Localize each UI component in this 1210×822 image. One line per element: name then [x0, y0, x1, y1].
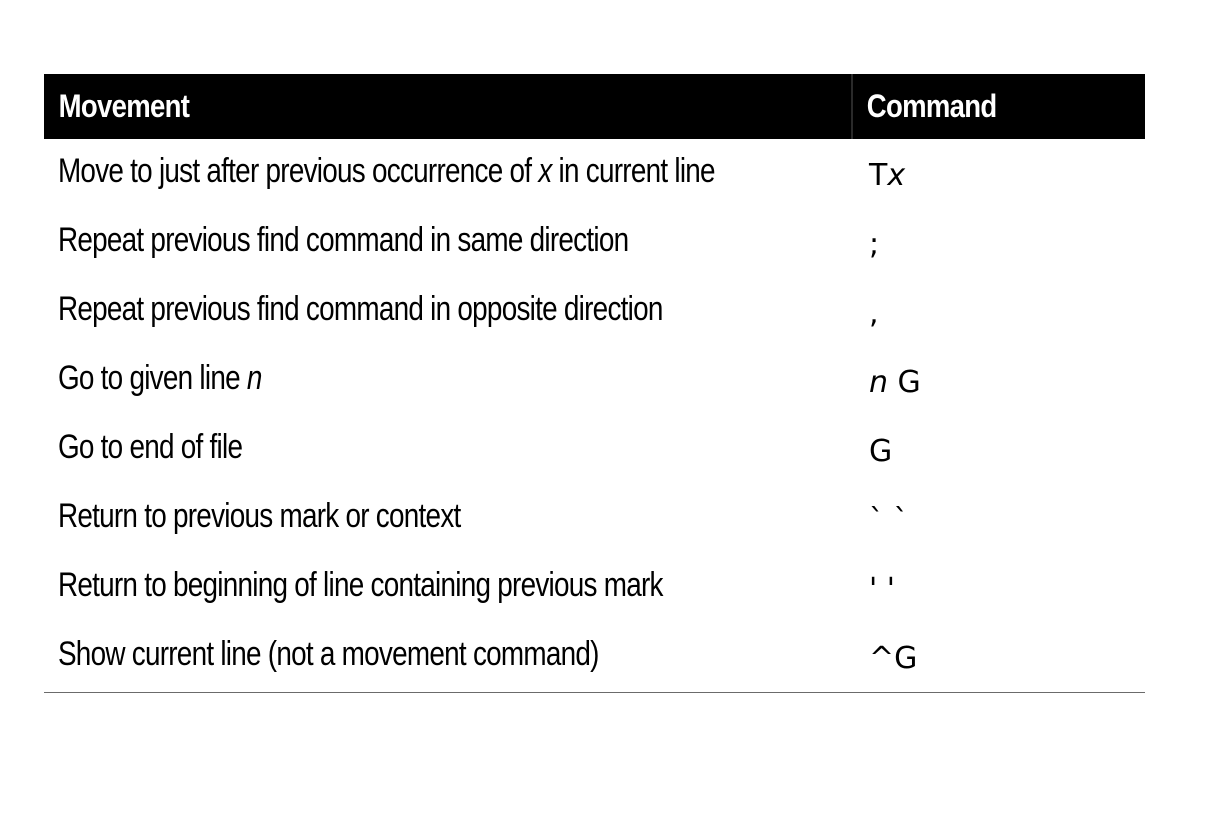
command-text: ; — [869, 227, 880, 262]
movement-text: Show current line (not a movement comman… — [57, 635, 600, 673]
command-cell: G — [853, 434, 892, 469]
command-cell: , — [853, 296, 879, 331]
table-row: Go to end of file G — [44, 416, 1145, 485]
movement-variable: n — [246, 359, 263, 397]
movement-text: Repeat previous find command in same dir… — [57, 221, 629, 259]
movement-text: Return to beginning of line containing p… — [57, 566, 664, 604]
movement-text: Go to given line — [57, 359, 247, 397]
table-row: Show current line (not a movement comman… — [44, 623, 1145, 692]
command-text: G — [869, 434, 893, 469]
movement-cell: Go to end of file — [44, 428, 707, 467]
table-row: Return to previous mark or context ` ` — [44, 485, 1145, 554]
movement-cell: Go to given line n — [44, 359, 707, 398]
movement-cell: Repeat previous find command in opposite… — [44, 290, 707, 329]
header-movement: Movement — [58, 88, 190, 124]
command-cell: n G — [853, 365, 921, 400]
movement-cell: Repeat previous find command in same dir… — [44, 221, 707, 260]
table-row: Repeat previous find command in opposite… — [44, 278, 1145, 347]
command-text: T — [869, 158, 888, 193]
command-cell: ` ` — [853, 503, 909, 538]
header-divider — [851, 74, 853, 139]
movement-text: Move to just after previous occurrence o… — [57, 152, 539, 190]
movement-text: Go to end of file — [57, 428, 243, 466]
movement-cell: Return to beginning of line containing p… — [44, 566, 707, 605]
movement-text: Repeat previous find command in opposite… — [57, 290, 663, 328]
table-body: Move to just after previous occurrence o… — [44, 139, 1145, 692]
command-variable: n — [869, 365, 889, 400]
command-text: G — [888, 365, 921, 400]
header-command: Command — [866, 88, 997, 124]
movement-variable: x — [538, 152, 552, 190]
command-text: ` ` — [869, 503, 909, 538]
movement-command-table: Movement Command Move to just after prev… — [44, 74, 1145, 693]
command-variable: x — [887, 158, 906, 193]
movement-cell: Show current line (not a movement comman… — [44, 635, 707, 674]
movement-cell: Return to previous mark or context — [44, 497, 707, 536]
command-text: ' ' — [869, 572, 896, 607]
table-row: Move to just after previous occurrence o… — [44, 140, 1145, 209]
command-text: ^G — [869, 641, 918, 676]
command-cell: ; — [853, 227, 879, 262]
command-cell: ^G — [853, 641, 917, 676]
table-header: Movement Command — [44, 74, 1145, 139]
command-text: , — [869, 296, 879, 331]
movement-cell: Move to just after previous occurrence o… — [44, 152, 716, 191]
movement-text: Return to previous mark or context — [57, 497, 461, 535]
movement-text: in current line — [551, 152, 716, 190]
table-row: Repeat previous find command in same dir… — [44, 209, 1145, 278]
table-row: Return to beginning of line containing p… — [44, 554, 1145, 623]
command-cell: Tx — [853, 158, 905, 193]
command-cell: ' ' — [853, 572, 895, 607]
